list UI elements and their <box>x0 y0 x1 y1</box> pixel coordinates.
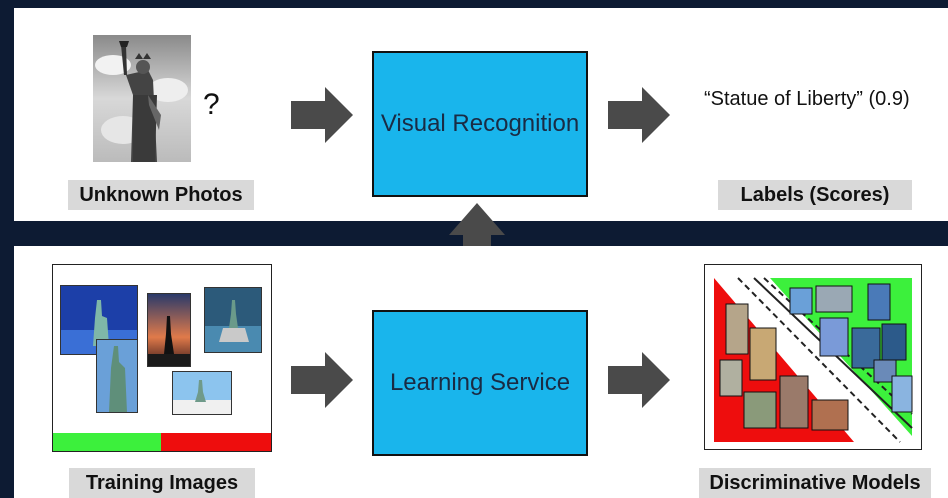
training-images-frame <box>52 264 272 452</box>
arrow-right-icon <box>608 352 670 408</box>
visual-recognition-label: Visual Recognition <box>380 110 580 137</box>
training-photo <box>96 339 138 413</box>
arrow-right-icon <box>291 87 353 143</box>
learning-panel: Training Images Learning Service Discrim… <box>14 246 948 498</box>
label-output-text: “Statue of Liberty” (0.9) <box>704 88 910 110</box>
training-photo <box>204 287 262 353</box>
learning-service-label: Learning Service <box>389 369 571 396</box>
learning-service-box: Learning Service <box>372 310 588 456</box>
unknown-photo <box>93 35 191 162</box>
positive-bar <box>53 433 161 451</box>
negative-bar <box>161 433 271 451</box>
discriminative-models-diagram <box>704 264 922 450</box>
training-photo <box>147 293 191 367</box>
arrow-right-icon <box>291 352 353 408</box>
labels-scores-label: Labels (Scores) <box>718 180 912 210</box>
recognition-panel: ? Unknown Photos Visual Recognition “Sta… <box>14 8 948 221</box>
training-photo <box>172 371 232 415</box>
training-images-label: Training Images <box>69 468 255 498</box>
discriminative-models-label: Discriminative Models <box>699 468 931 498</box>
arrow-right-icon <box>608 87 670 143</box>
unknown-photos-label: Unknown Photos <box>68 180 254 210</box>
question-mark: ? <box>203 88 220 121</box>
visual-recognition-box: Visual Recognition <box>372 51 588 197</box>
